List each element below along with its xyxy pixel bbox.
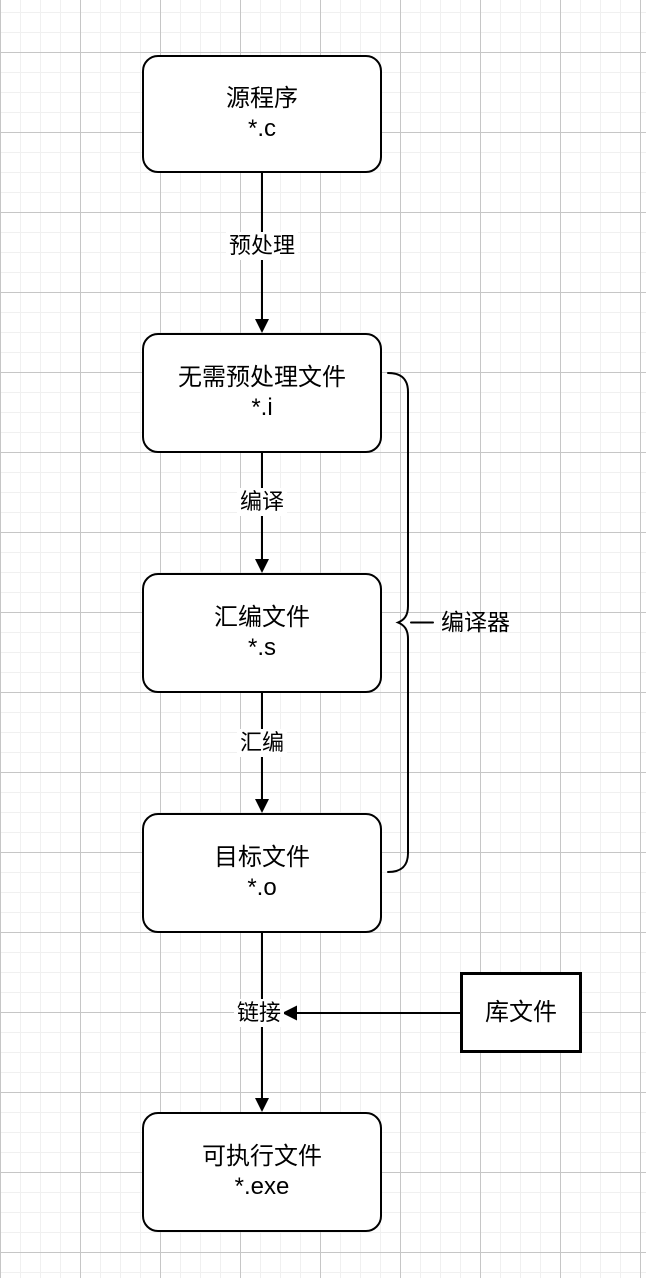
node-label: 库文件 — [485, 998, 557, 1026]
node-library-file: 库文件 — [460, 972, 582, 1053]
arrowhead-down-icon — [255, 799, 269, 813]
arrowhead-down-icon — [255, 559, 269, 573]
node-label: 可执行文件 — [202, 1143, 322, 1170]
node-label: 汇编文件 — [214, 604, 310, 631]
node-source-program: 源程序 *.c — [142, 55, 382, 173]
node-label: 无需预处理文件 — [178, 364, 346, 391]
node-preprocessed-file: 无需预处理文件 *.i — [142, 333, 382, 453]
compiler-brace — [387, 372, 409, 873]
node-label: 目标文件 — [214, 844, 310, 871]
edge-label-assemble: 汇编 — [236, 729, 288, 757]
arrowhead-down-icon — [255, 1098, 269, 1112]
node-sublabel: *.c — [247, 115, 276, 142]
arrowhead-left-icon — [282, 1005, 297, 1021]
node-sublabel: *.i — [251, 394, 273, 421]
arrowhead-down-icon — [255, 319, 269, 333]
node-label: 源程序 — [226, 85, 298, 112]
compiler-brace-label: 编译器 — [441, 609, 510, 635]
node-sublabel: *.s — [247, 634, 276, 661]
edge-label-preprocess: 预处理 — [225, 232, 299, 260]
node-sublabel: *.o — [247, 874, 277, 901]
node-executable-file: 可执行文件 *.exe — [142, 1112, 382, 1232]
node-object-file: 目标文件 *.o — [142, 813, 382, 933]
edge-label-link: 链接 — [233, 999, 285, 1027]
node-assembly-file: 汇编文件 *.s — [142, 573, 382, 693]
edge-label-compile: 编译 — [236, 488, 288, 516]
node-sublabel: *.exe — [234, 1173, 290, 1200]
